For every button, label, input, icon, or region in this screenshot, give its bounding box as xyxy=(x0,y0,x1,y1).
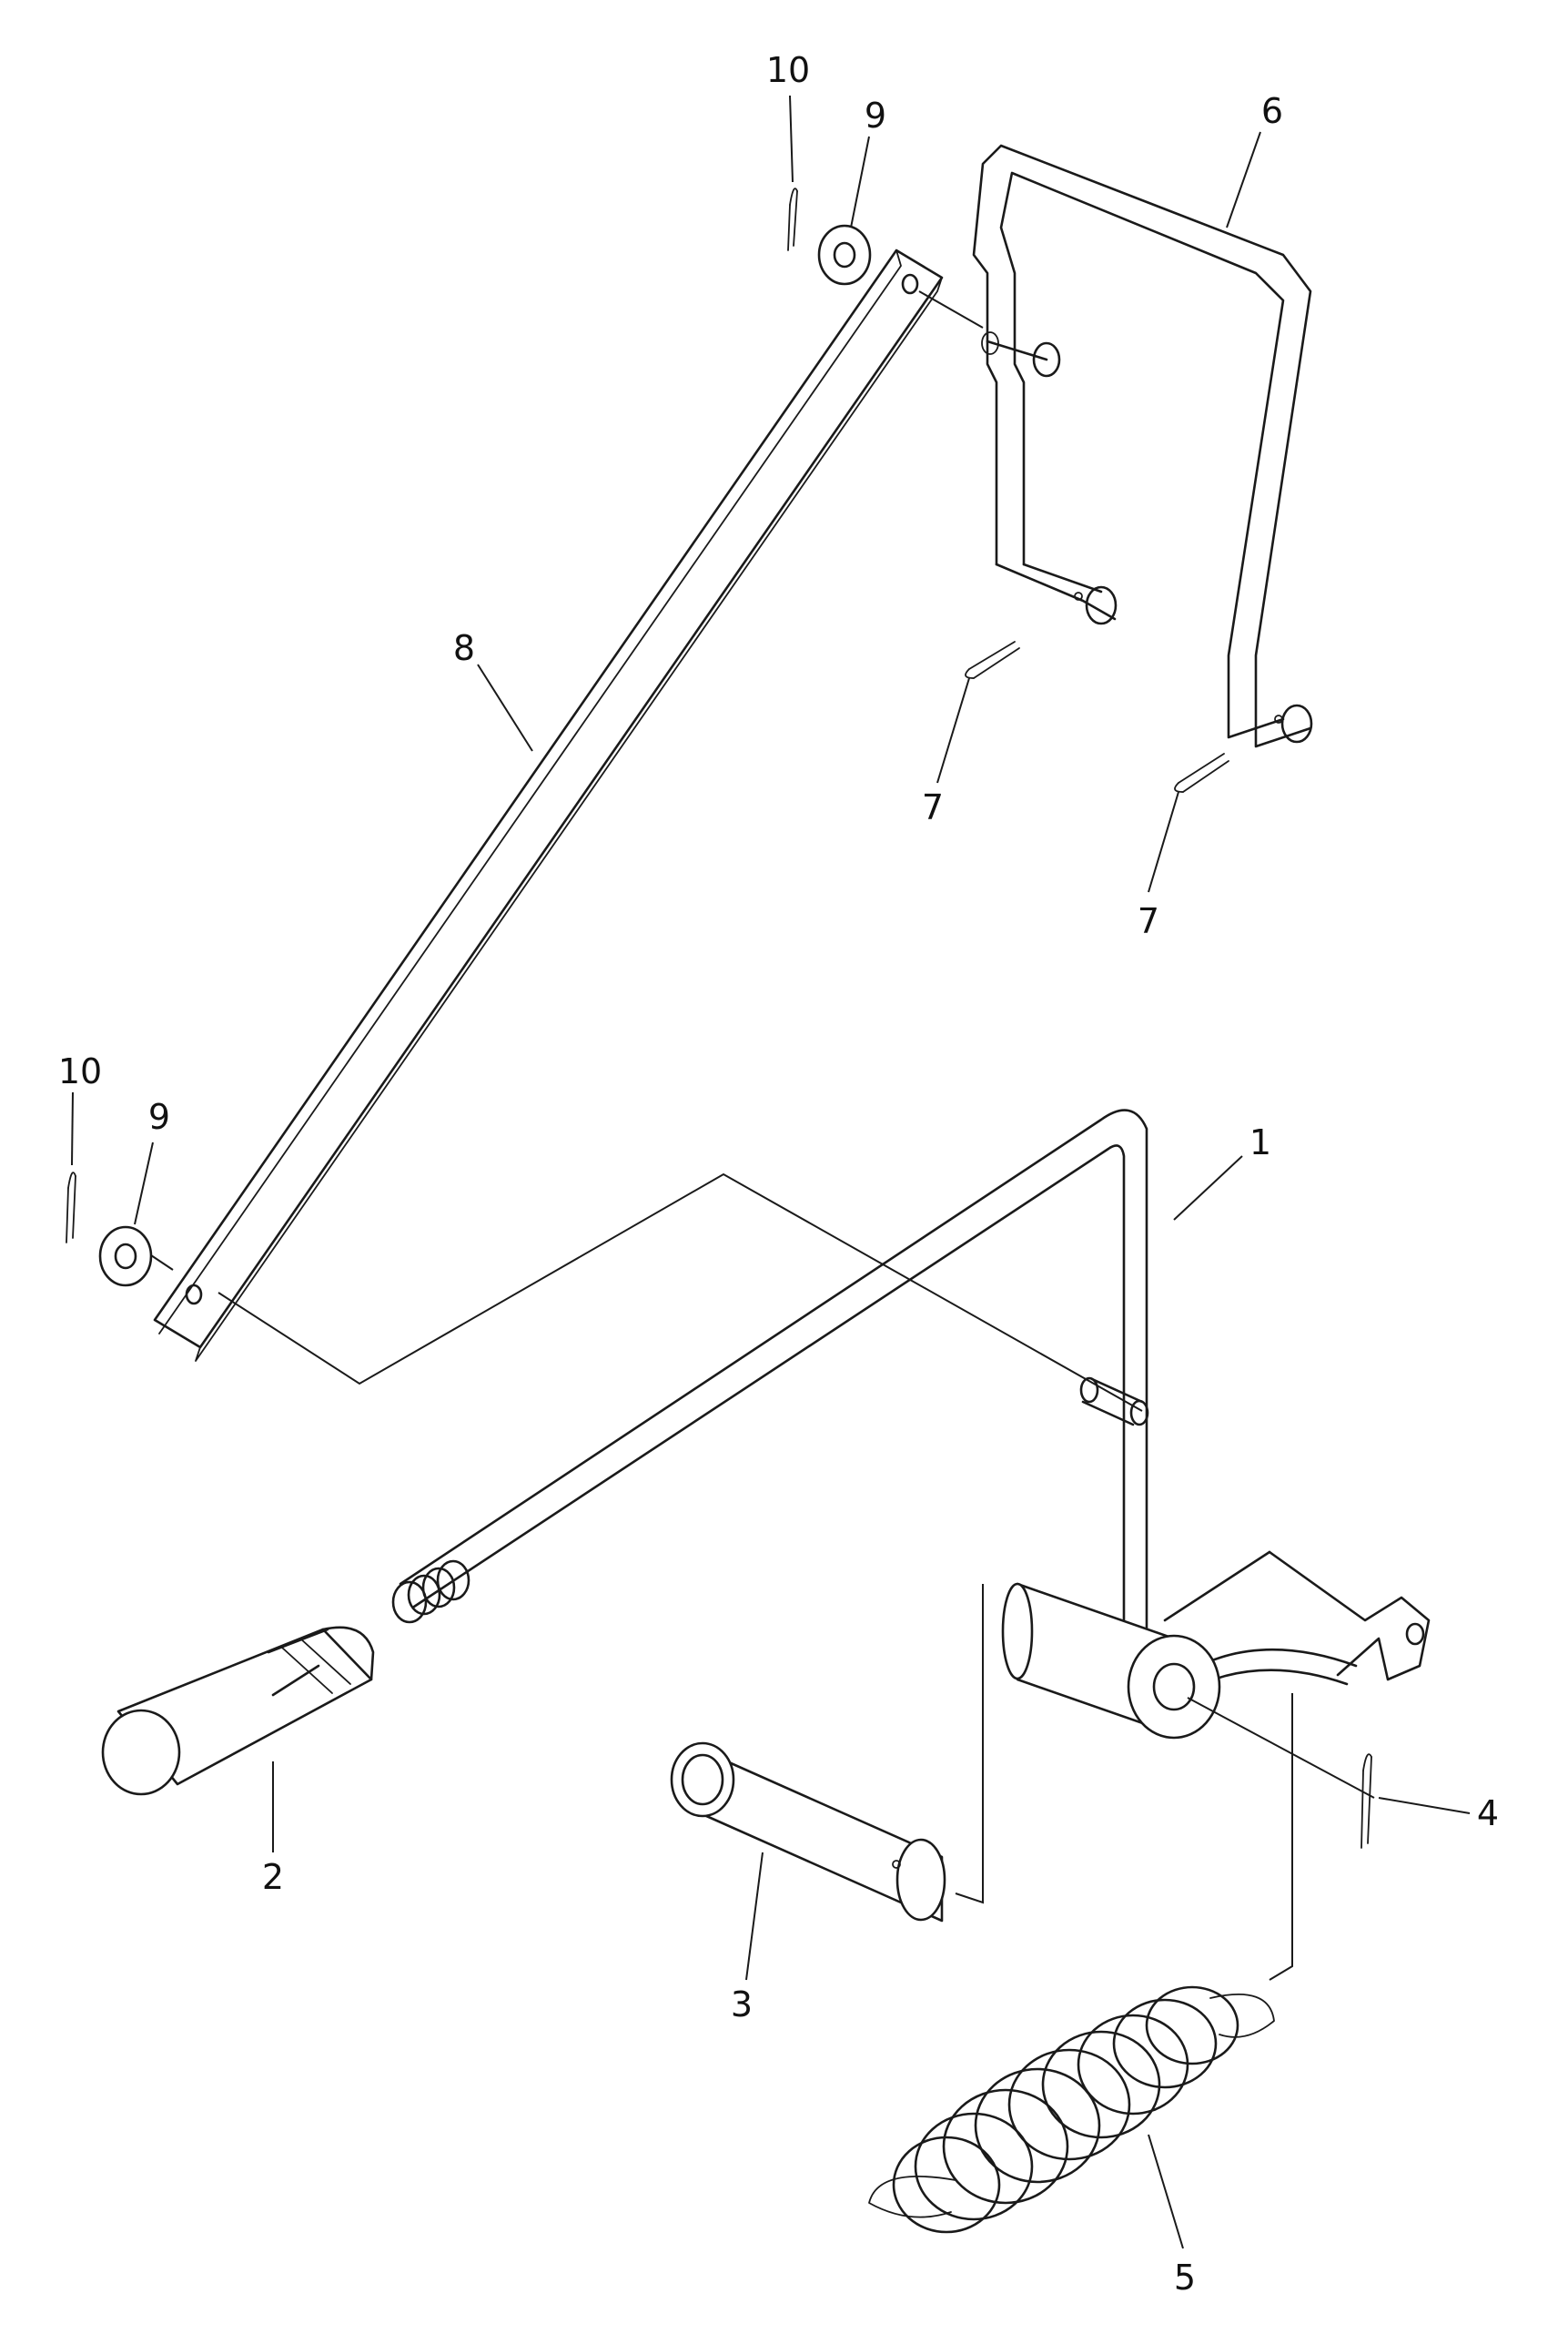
part-2-knob xyxy=(101,1626,375,1796)
part-7-cotter-pin-left xyxy=(965,641,1020,679)
callout-10-lower: 10 xyxy=(58,1051,102,1166)
callout-9-upper: 9 xyxy=(850,96,886,228)
part-9-washer-upper xyxy=(817,224,872,286)
callouts: 1 2 3 4 5 6 7 7 xyxy=(58,50,1499,2298)
callout-7-right: 7 xyxy=(1138,791,1179,941)
callout-label-3: 3 xyxy=(731,1984,753,2024)
part-4-cotter-pin xyxy=(1269,1693,1372,1981)
callout-6: 6 xyxy=(1226,91,1283,228)
part-7-cotter-pin-right xyxy=(1174,753,1229,793)
callout-8: 8 xyxy=(453,628,533,752)
callout-label-9b: 9 xyxy=(148,1097,170,1137)
part-8-link-rod xyxy=(145,249,1143,1412)
callout-label-10b: 10 xyxy=(58,1051,102,1091)
callout-label-6: 6 xyxy=(1261,91,1283,131)
part-10-cotter-pin-upper xyxy=(787,188,798,251)
part-1-lever xyxy=(391,1109,1149,1640)
callout-3: 3 xyxy=(731,1852,764,2024)
callout-1: 1 xyxy=(1173,1122,1271,1221)
callout-9-lower: 9 xyxy=(134,1097,170,1225)
callout-label-5: 5 xyxy=(1174,2258,1196,2298)
part-1-boss xyxy=(955,1582,1375,1904)
callout-label-9a: 9 xyxy=(865,96,886,136)
callout-label-1: 1 xyxy=(1249,1122,1271,1162)
callout-label-7b: 7 xyxy=(1138,901,1159,941)
callout-label-2: 2 xyxy=(262,1857,284,1897)
part-3-clevis-pin xyxy=(670,1741,946,1923)
part-1-thread xyxy=(391,1559,470,1624)
callout-label-10a: 10 xyxy=(766,50,810,90)
callout-2: 2 xyxy=(262,1761,284,1897)
callout-10-upper: 10 xyxy=(766,50,810,183)
callout-label-4: 4 xyxy=(1477,1793,1499,1833)
part-9-washer-lower xyxy=(98,1225,153,1287)
callout-7-left: 7 xyxy=(922,677,970,827)
callout-label-8: 8 xyxy=(453,628,475,668)
callout-4: 4 xyxy=(1378,1793,1499,1833)
part-6-pedal-frame xyxy=(972,144,1313,748)
callout-label-7a: 7 xyxy=(922,787,944,827)
callout-5: 5 xyxy=(1148,2134,1196,2298)
part-10-cotter-pin-lower xyxy=(66,1172,76,1243)
part-5-spring xyxy=(868,1985,1275,2234)
